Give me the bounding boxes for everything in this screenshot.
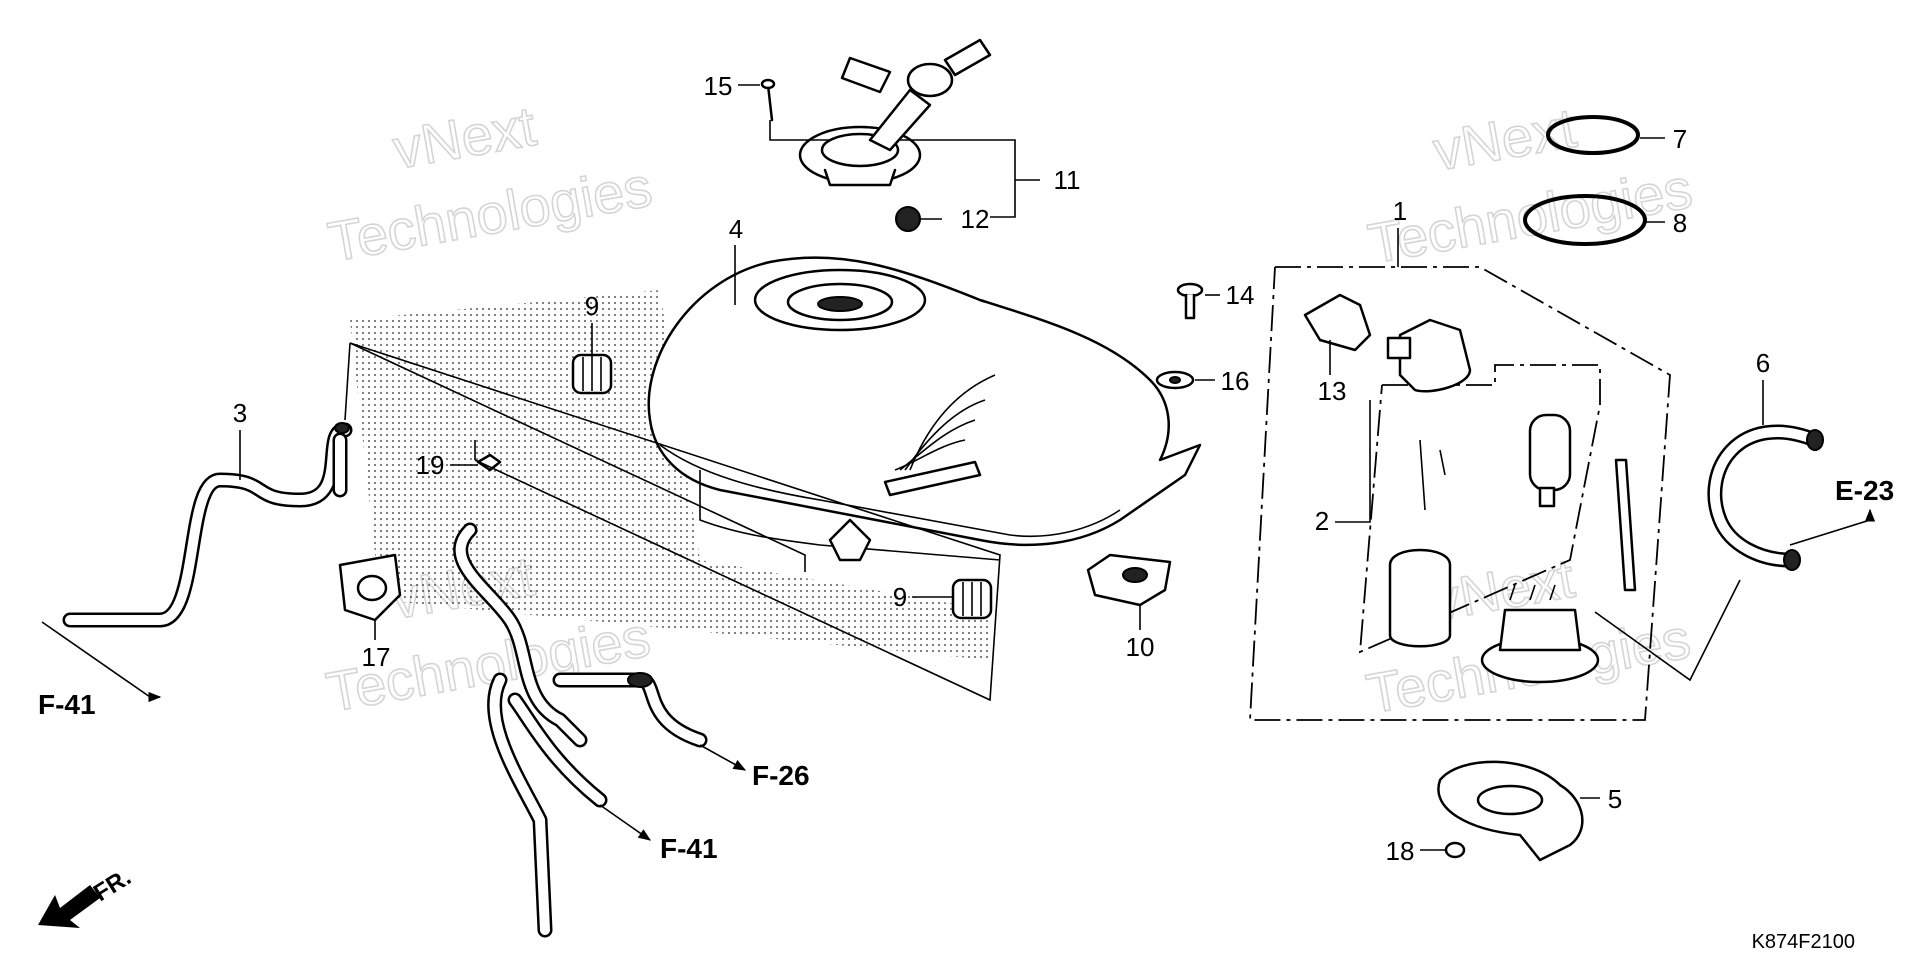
- watermark-top-left: vNext Technologies: [323, 93, 657, 274]
- o-ring-8: [1523, 194, 1647, 246]
- tank-bracket-10: [1086, 553, 1172, 607]
- leader-lines: [41, 84, 1876, 851]
- callout-15: 15: [704, 71, 733, 101]
- o-ring-7: [1546, 115, 1640, 155]
- callout-9-lower: 9: [893, 582, 907, 612]
- fuel-cap-assembly: [760, 38, 992, 232]
- callout-5: 5: [1608, 784, 1622, 814]
- fuel-pump-parts: [1303, 293, 1637, 684]
- callout-7: 7: [1673, 124, 1687, 154]
- watermark-top-right: vNext Technologies: [1363, 95, 1697, 276]
- tank-cushion-lower: [951, 578, 993, 620]
- callout-17: 17: [362, 642, 391, 672]
- fuel-tank: [350, 256, 1202, 660]
- svg-text:Technologies: Technologies: [1364, 156, 1697, 275]
- callout-9-upper: 9: [585, 291, 599, 321]
- callout-2: 2: [1315, 506, 1329, 536]
- diagram-code: K874F2100: [1752, 931, 1855, 953]
- svg-text:vNext: vNext: [1429, 96, 1581, 183]
- tank-cushion-upper: [571, 353, 613, 395]
- callout-8: 8: [1673, 208, 1687, 238]
- washer-16: [1155, 370, 1195, 390]
- wing-logo: [883, 374, 996, 497]
- pump-module-outline: [1249, 266, 1671, 721]
- callout-18: 18: [1386, 836, 1415, 866]
- svg-text:vNext: vNext: [388, 94, 540, 181]
- callout-13: 13: [1318, 376, 1347, 406]
- hose-holder-17: [338, 553, 402, 622]
- callout-14: 14: [1226, 280, 1255, 310]
- clip-19: [476, 453, 502, 472]
- callout-16: 16: [1221, 366, 1250, 396]
- breather-hose-3: [62, 422, 353, 628]
- fuel-hose-6: [1707, 424, 1824, 571]
- ref-e23: E-23: [1835, 475, 1894, 506]
- callout-10: 10: [1126, 632, 1155, 662]
- callout-12: 12: [961, 204, 990, 234]
- front-direction-arrow: FR.: [38, 864, 136, 928]
- callout-4: 4: [729, 214, 743, 244]
- pump-inner-outline: [1358, 364, 1601, 654]
- ref-f41-left: F-41: [38, 689, 96, 720]
- callout-6: 6: [1756, 348, 1770, 378]
- callout-19: 19: [416, 450, 445, 480]
- nut-18: [1444, 841, 1466, 859]
- drain-hoses: [453, 522, 708, 938]
- svg-text:Technologies: Technologies: [324, 155, 657, 274]
- callout-1: 1: [1393, 196, 1407, 226]
- ref-f26: F-26: [752, 760, 810, 791]
- gasket-plate-5: [1437, 760, 1584, 862]
- callout-11: 11: [1054, 165, 1081, 195]
- ref-f41-bottom: F-41: [660, 833, 718, 864]
- bolt-14: [1176, 282, 1204, 320]
- callout-3: 3: [233, 398, 247, 428]
